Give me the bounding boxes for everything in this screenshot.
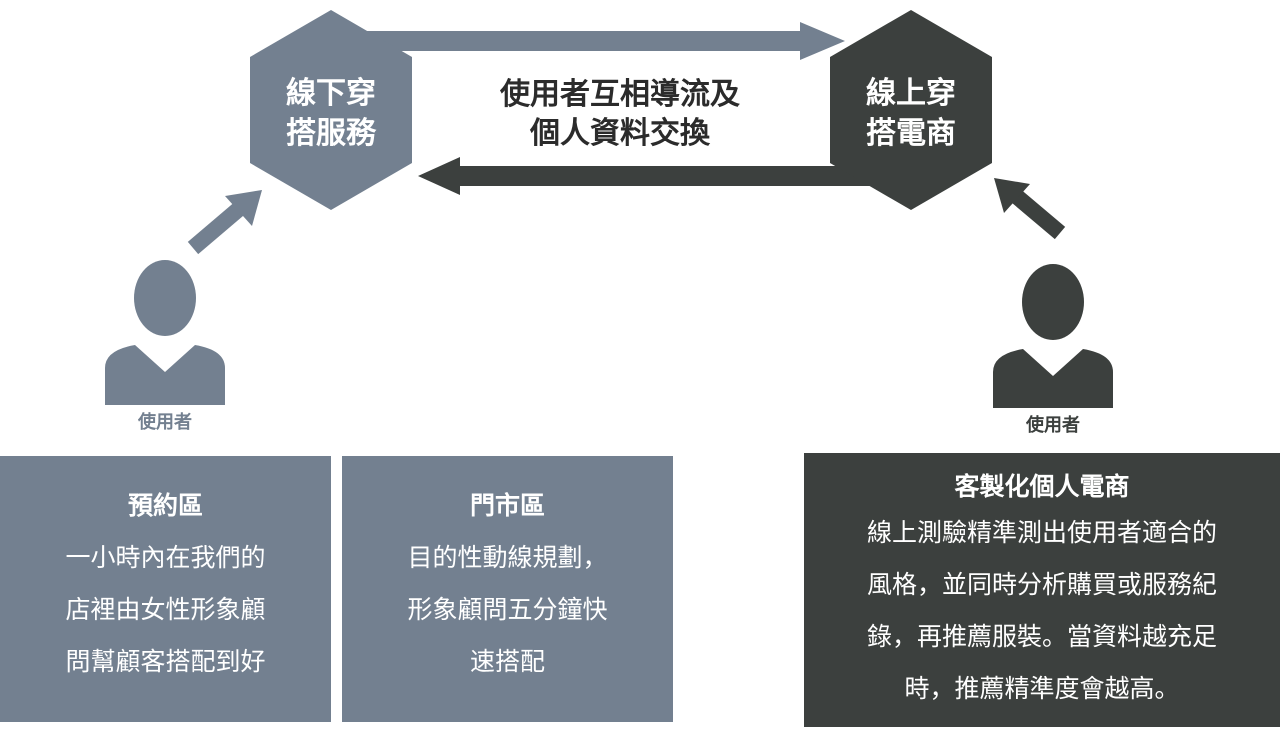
- right-user-person-icon: [993, 264, 1113, 408]
- arrow-left-user-to-offline: [187, 190, 262, 255]
- online-node-line-2: 搭電商: [866, 116, 956, 151]
- left-user-person-icon: [105, 260, 225, 405]
- box-title: 預約區: [127, 491, 203, 520]
- box-line: 線上測驗精準測出使用者適合的: [866, 518, 1217, 547]
- reservation-area-box: 預約區 一小時內在我們的 店裡由女性形象顧 問幫顧客搭配到好: [0, 456, 331, 722]
- box-title: 門市區: [469, 491, 545, 520]
- store-area-box: 門市區 目的性動線規劃， 形象顧問五分鐘快 速搭配: [342, 456, 673, 722]
- arrow-right-user-to-online: [994, 178, 1066, 240]
- box-line: 店裡由女性形象顧: [65, 595, 266, 624]
- box-title: 客製化個人電商: [954, 472, 1130, 501]
- box-line: 錄，再推薦服裝。當資料越充足: [866, 622, 1217, 651]
- box-line: 形象顧問五分鐘快: [407, 595, 608, 624]
- left-user-label: 使用者: [138, 412, 192, 433]
- box-line: 目的性動線規劃，: [407, 543, 608, 572]
- offline-node-line-2: 搭服務: [286, 116, 377, 151]
- exchange-label-line-1: 使用者互相導流及: [499, 77, 740, 112]
- online-hexagon: [830, 10, 992, 210]
- box-line: 時，推薦精準度會越高。: [904, 674, 1180, 703]
- arrow-offline-to-online: [365, 22, 845, 60]
- offline-hexagon: [250, 10, 412, 210]
- right-user-label: 使用者: [1026, 415, 1080, 436]
- online-node-line-1: 線上穿: [866, 76, 956, 111]
- custom-ecommerce-box: 客製化個人電商 線上測驗精準測出使用者適合的 風格，並同時分析購買或服務紀 錄，…: [804, 453, 1280, 727]
- box-line: 風格，並同時分析購買或服務紀: [866, 570, 1217, 599]
- box-line: 問幫顧客搭配到好: [65, 647, 266, 676]
- box-line: 一小時內在我們的: [65, 543, 266, 572]
- box-line: 速搭配: [469, 647, 545, 676]
- offline-node-line-1: 線下穿: [286, 76, 376, 111]
- arrow-online-to-offline: [418, 157, 885, 195]
- exchange-label-line-2: 個人資料交換: [529, 116, 711, 151]
